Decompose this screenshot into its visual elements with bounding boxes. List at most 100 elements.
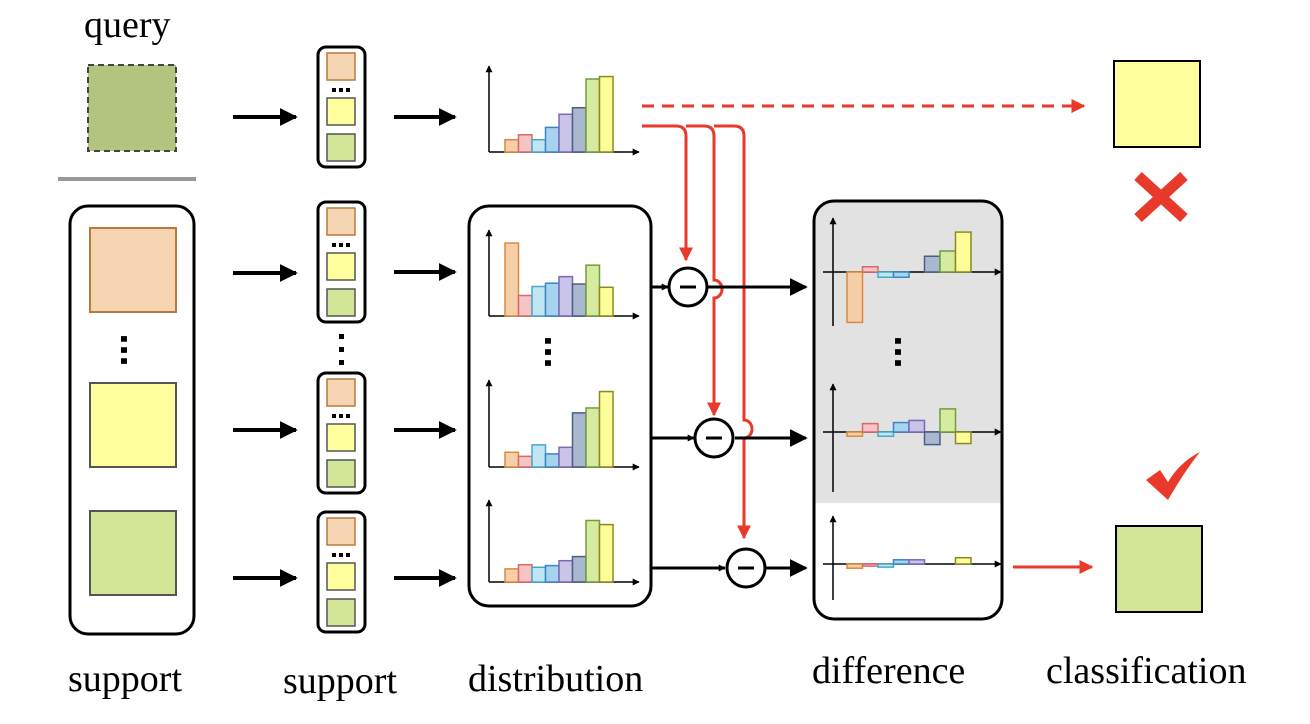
histogram-bar	[504, 138, 520, 153]
difference-bar	[861, 266, 879, 273]
histogram-bar	[544, 564, 560, 583]
support-label-left: support	[68, 658, 182, 700]
classification-right-green	[1115, 525, 1203, 613]
difference-bar	[892, 559, 910, 565]
histogram-bar	[531, 444, 547, 468]
query-label: query	[84, 4, 171, 46]
dot	[332, 88, 336, 92]
difference-plot-green	[823, 515, 1002, 600]
histogram-bar	[558, 275, 574, 317]
dot	[339, 243, 343, 247]
histogram-bar	[517, 455, 533, 468]
difference-bar	[939, 250, 957, 273]
histogram-bar	[585, 78, 601, 153]
support-sample-green	[89, 510, 177, 596]
histogram-bar	[504, 451, 520, 468]
histogram-bar	[571, 283, 587, 317]
dot	[332, 414, 336, 418]
difference-bar	[892, 421, 910, 433]
vertical-ellipsis-distribution: ...	[536, 335, 580, 368]
vertical-ellipsis-stacks	[339, 334, 344, 365]
histogram-bar	[531, 566, 547, 583]
difference-bar	[954, 556, 972, 565]
histograms	[485, 65, 640, 586]
difference-bar	[923, 431, 941, 446]
histogram-bar	[598, 75, 614, 153]
feature-green	[326, 459, 356, 488]
classification-wrong-yellow	[1113, 60, 1201, 148]
feature-stacks	[316, 45, 367, 634]
feature-green	[326, 133, 356, 162]
feature-stack-green	[316, 510, 367, 634]
histogram-bar	[531, 138, 547, 153]
support-sample-orange	[89, 227, 177, 313]
query-histogram	[485, 65, 640, 156]
histogram-bar	[517, 564, 533, 583]
histogram-bar	[585, 519, 601, 583]
difference-panel	[812, 199, 1004, 621]
distribution-label: distribution	[468, 658, 644, 700]
difference-bar	[954, 231, 972, 273]
query-to-minus-2	[686, 124, 724, 417]
circle-minus-icon	[667, 266, 709, 308]
difference-bar	[877, 563, 895, 568]
difference-bar	[939, 408, 957, 433]
dot	[332, 553, 336, 557]
feature-yellow	[326, 252, 356, 281]
feature-stack-orange	[316, 200, 367, 324]
query-to-minus-1	[642, 124, 693, 262]
histogram-bar	[571, 412, 587, 468]
support-sample-yellow	[89, 382, 177, 468]
query-to-minus-3	[714, 124, 754, 540]
histogram-bar	[585, 407, 601, 468]
dot	[339, 88, 343, 92]
histogram-bar	[517, 294, 533, 317]
dot	[346, 553, 350, 557]
query-broadcast-arrows	[642, 99, 1086, 540]
feature-green	[326, 288, 356, 317]
feature-green	[326, 598, 356, 627]
difference-bar	[861, 422, 879, 433]
dot	[332, 243, 336, 247]
histogram-bar	[504, 568, 520, 583]
vertical-ellipsis-support: ...	[112, 333, 156, 366]
difference-bar	[861, 563, 879, 567]
histogram-bar	[544, 453, 560, 468]
vertical-ellipsis-difference: ...	[886, 335, 930, 368]
histogram-bar	[571, 106, 587, 153]
histogram-bar	[558, 113, 574, 153]
histogram-bar	[598, 390, 614, 468]
support-label-mid: support	[283, 660, 397, 702]
cross-mark-icon	[1134, 171, 1188, 223]
feature-orange	[326, 517, 356, 546]
feature-orange	[326, 378, 356, 407]
input-arrows	[233, 108, 298, 587]
difference-bar	[877, 271, 895, 278]
difference-label: difference	[812, 650, 966, 692]
classification-label: classification	[1046, 650, 1247, 692]
difference-bar	[877, 431, 895, 437]
feature-arrows	[394, 108, 457, 587]
dot	[346, 243, 350, 247]
difference-bar	[846, 563, 864, 569]
histogram-bar	[517, 134, 533, 153]
difference-bar	[908, 419, 926, 433]
difference-bar	[846, 271, 864, 324]
histogram-bar	[585, 264, 601, 317]
circle-minus-icon	[725, 547, 767, 589]
histogram-bar	[544, 126, 560, 153]
feature-stack-yellow	[316, 371, 367, 495]
dot	[339, 414, 343, 418]
feature-yellow	[326, 423, 356, 452]
histogram-bar	[598, 523, 614, 583]
feature-orange	[326, 207, 356, 236]
difference-bar	[954, 431, 972, 445]
query-sample	[87, 64, 177, 152]
difference-plots	[823, 217, 1002, 600]
dot	[346, 88, 350, 92]
histogram-bar	[598, 286, 614, 317]
histogram-bar	[544, 282, 560, 317]
histogram-bar	[504, 242, 520, 317]
